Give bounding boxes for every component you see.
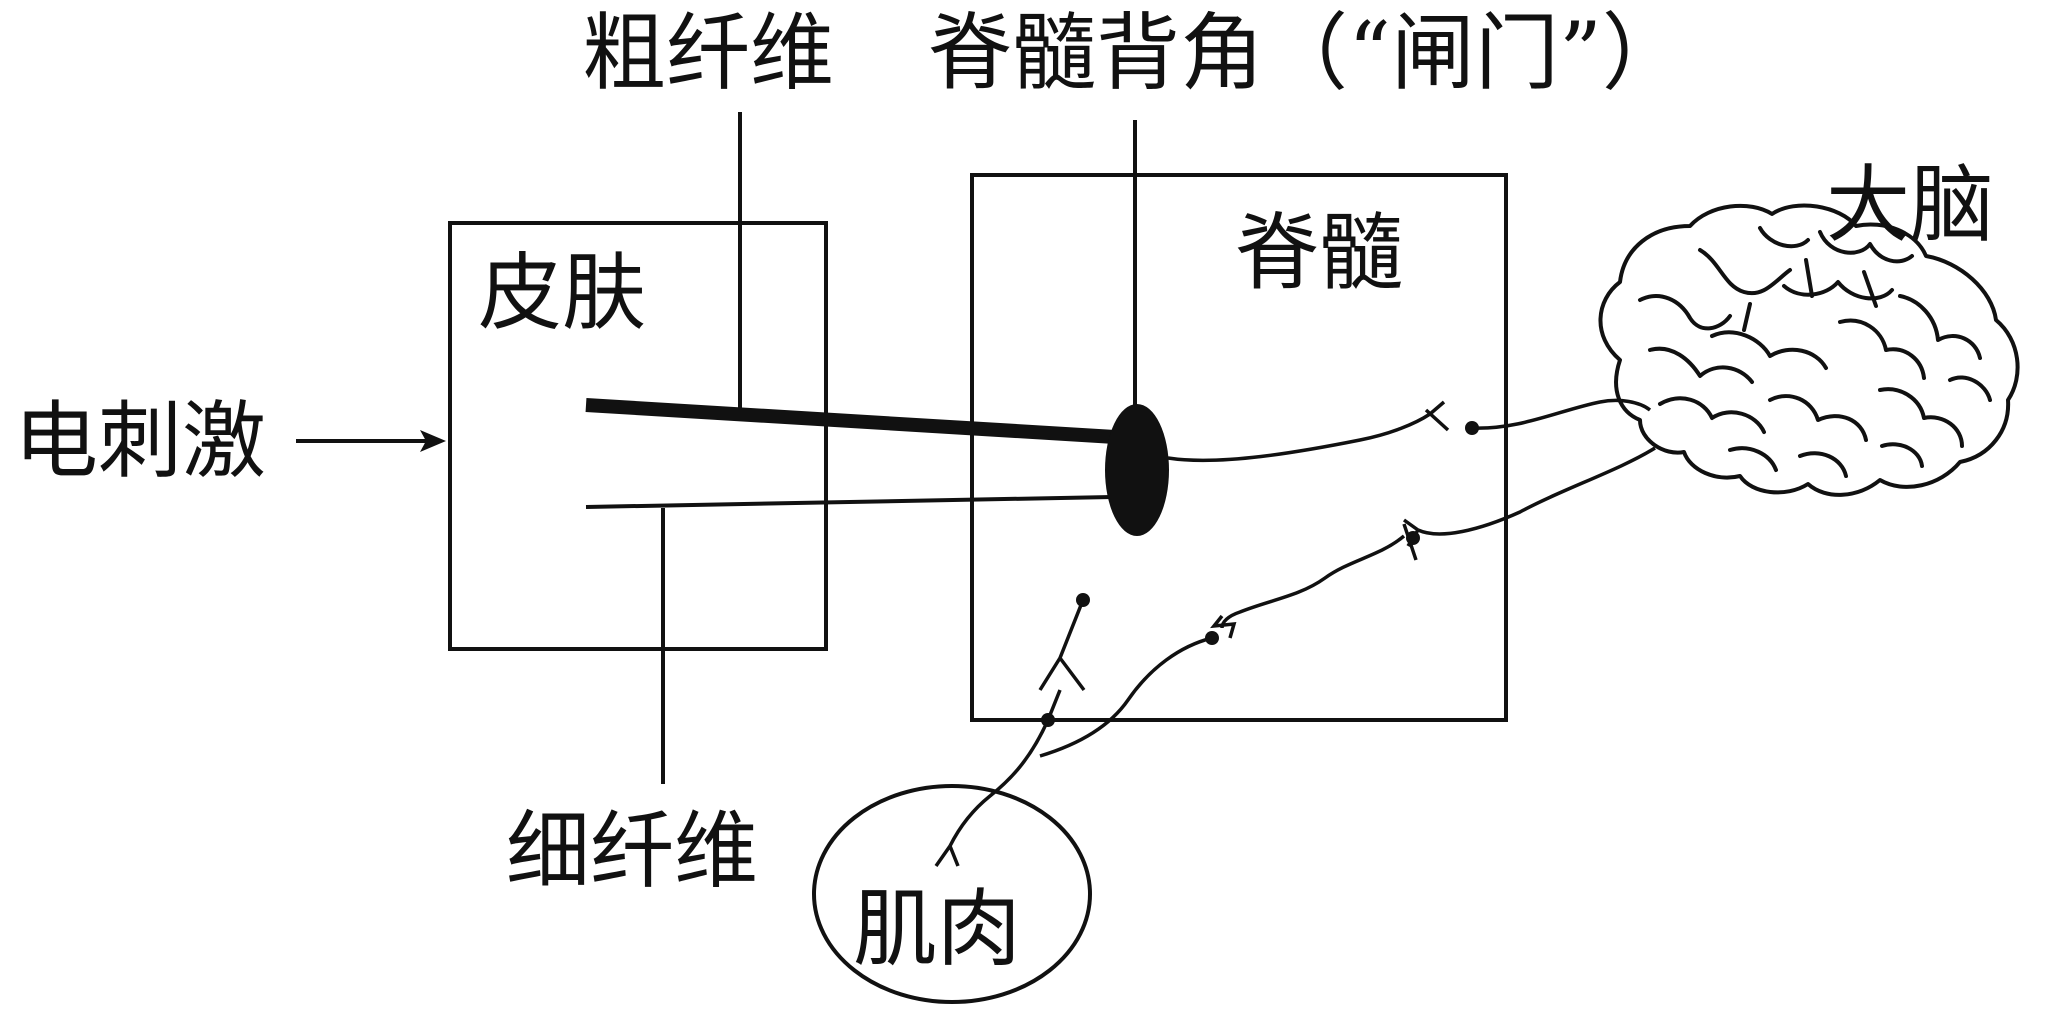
ascending-axon [1167,412,1431,463]
spinal-cord-box [970,173,1508,722]
thin-fiber [585,495,1113,509]
gate-neuron [1105,404,1169,536]
brain-label: 大脑 [1826,156,1994,254]
synapse-dot-mid [1406,531,1420,545]
dorsal-horn-label: 脊髓背角（“闸门”） [928,4,1686,102]
skin-box [448,221,828,651]
arrow-right-icon [296,430,446,452]
skin-label: 皮肤 [478,244,646,342]
thin-fiber-label: 细纤维 [506,802,758,900]
muscle-label: 肌肉 [853,880,1021,978]
thick-fiber [585,398,1116,444]
motor-axon-a [1039,636,1213,758]
motor-axon-b [948,719,1050,847]
synapse-terminal-upper [1424,400,1450,432]
synapse-terminal-lower [1210,614,1237,639]
muscle-terminal [934,844,960,868]
thick-fiber-label: 粗纤维 [582,4,834,102]
stimulus-label: 电刺激 [14,392,266,490]
spinal-cord-label: 脊髓 [1235,204,1403,302]
muscle-circle [812,784,1092,1004]
brain-icon [1598,203,2020,497]
motor-neuron-dendrites [1038,599,1086,721]
descending-fiber [1417,446,1656,536]
motor-interneuron-path [1220,534,1406,629]
brain-input-fiber [1471,398,1652,430]
